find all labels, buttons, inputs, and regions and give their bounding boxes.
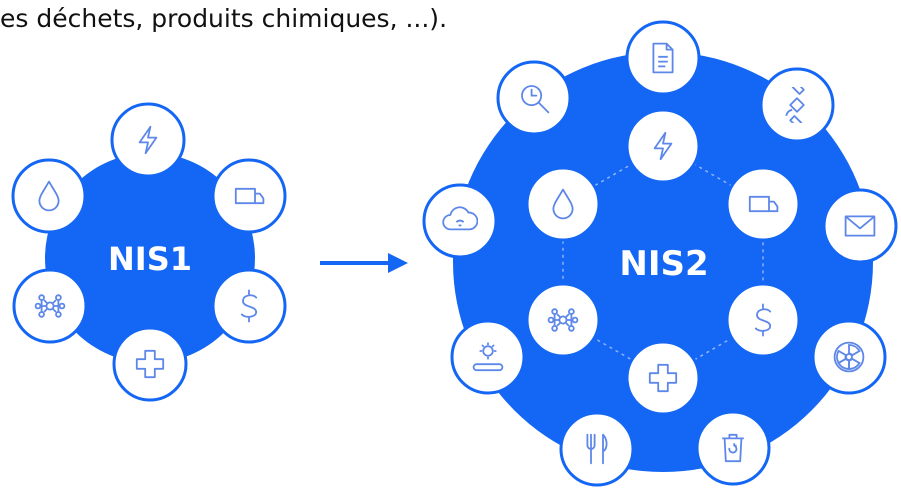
nis2-node-finance [725,282,801,358]
nis2-hub [453,52,873,472]
nis1-node-digital [12,268,88,344]
nis2-node-radiation [811,319,887,395]
nis1-node-water [11,158,87,234]
nis2-node-cloud [422,183,498,259]
nis2-node-digital [525,282,601,358]
nis2-node-mail [822,188,898,264]
nis2-node-waste [695,410,771,486]
nis2-node-food [559,411,635,487]
nis2-node-document [625,20,701,96]
nis2-node-energy [625,108,701,184]
caption-text: es déchets, produits chimiques, ...). [0,4,448,33]
nis1-node-energy [110,102,186,178]
nis2-node-transport [725,166,801,242]
nis1-node-health [112,326,188,402]
nis2-node-satellite [759,67,835,143]
nis2-node-research [496,60,572,136]
nis2-label: NIS2 [619,244,708,284]
nis1-node-finance [211,268,287,344]
nis2-node-water [525,166,601,242]
nis1-hub [45,153,255,363]
nis2-cluster: NIS2 [422,20,898,487]
nis2-node-manufacturing [450,319,526,395]
nis1-node-transport [211,158,287,234]
nis1-label: NIS1 [108,240,192,278]
nis2-node-health [625,340,701,416]
nis1-cluster: NIS1 [11,102,287,402]
